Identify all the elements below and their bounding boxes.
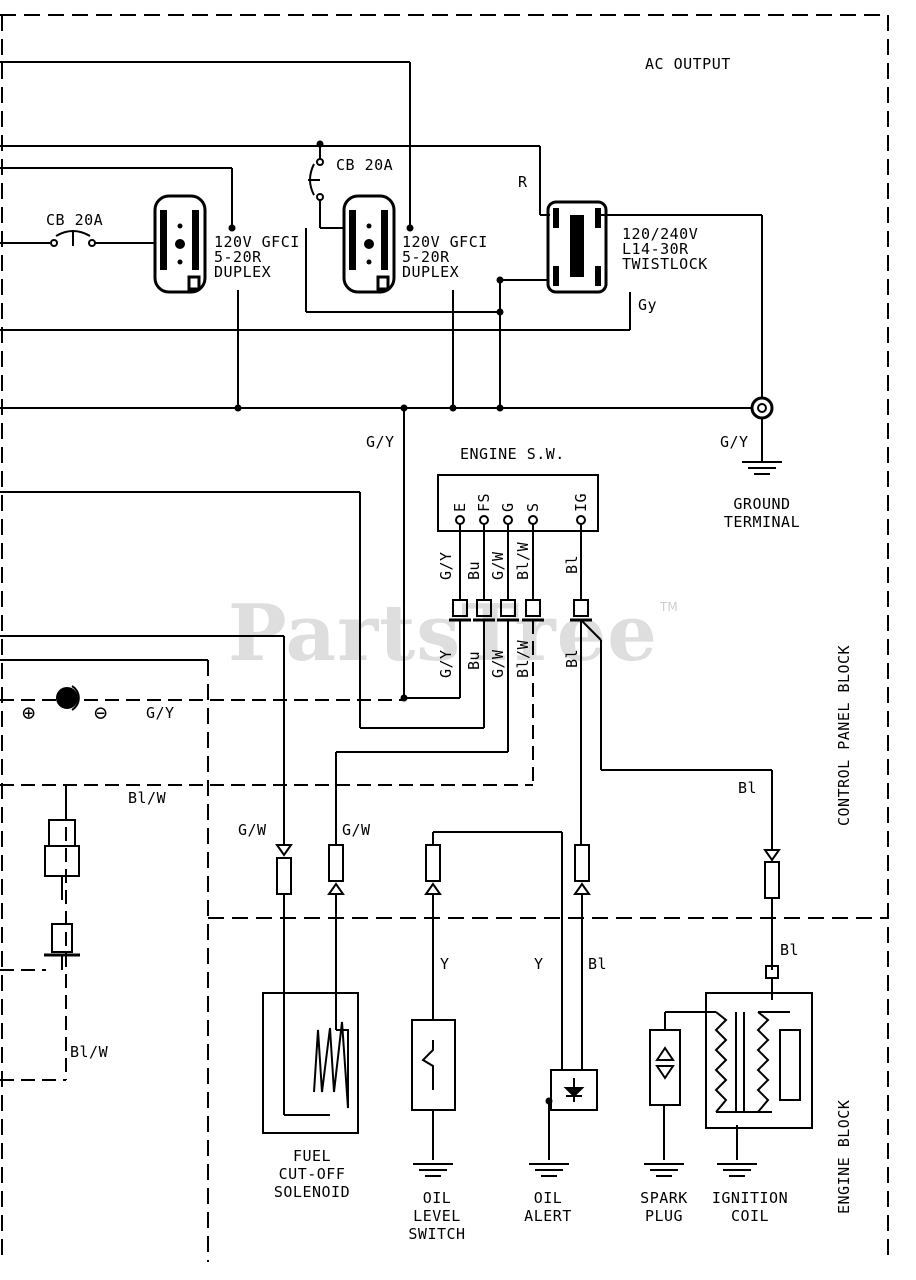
duplex2-line3: DUPLEX: [402, 263, 460, 281]
sw-terminal-e: E: [451, 502, 469, 512]
engine-block-label: ENGINE BLOCK: [835, 1099, 853, 1214]
ac-output-label: AC OUTPUT: [645, 55, 731, 73]
twistlock-line2: L14-30R: [622, 240, 689, 258]
circuit-breaker-2: [308, 158, 324, 201]
sw-terminal-ig: IG: [572, 492, 590, 512]
ignition-coil-line1: IGNITION: [711, 1189, 789, 1207]
sw-wire-bottom-g: G/W: [489, 649, 507, 678]
duplex1-line3: DUPLEX: [214, 263, 272, 281]
oil-level-switch-line3: SWITCH: [408, 1225, 466, 1243]
ac-wiring: [0, 61, 763, 698]
gw1-label: G/W: [238, 821, 267, 839]
duplex-receptacle-1: [153, 194, 207, 294]
oil-level-switch-line2: LEVEL: [413, 1207, 461, 1225]
oil-alert-line2: ALERT: [524, 1207, 572, 1225]
gy-left-label: G/Y: [366, 433, 395, 451]
inline-connectors: [275, 844, 781, 899]
ground-symbols: [413, 1163, 757, 1177]
duplex1-line2: 5-20R: [214, 248, 262, 266]
sw-wire-top-s: Bl/W: [514, 541, 532, 580]
blw-lower-label: Bl/W: [70, 1043, 109, 1061]
block-borders: [0, 14, 889, 1262]
spark-plug-line2: PLUG: [644, 1207, 684, 1225]
fuel-solenoid-line1: FUEL: [292, 1147, 332, 1165]
gw2-label: G/W: [342, 821, 371, 839]
switch-connectors: [449, 599, 592, 622]
fuel-solenoid: [262, 992, 359, 1134]
twistlock-line3: TWISTLOCK: [622, 255, 708, 273]
switch-wires: [0, 491, 773, 850]
engine-wiring: [283, 831, 773, 1160]
twistlock-receptacle: [546, 200, 608, 294]
sw-wire-bottom-s: Bl/W: [514, 639, 532, 678]
dashed-wires: [0, 620, 534, 1081]
watermark-tm: TM: [660, 600, 678, 614]
sw-wire-top-ig: Bl: [563, 554, 581, 574]
junction-dots: [228, 140, 553, 1105]
y1-label: Y: [440, 955, 450, 973]
oil-level-switch-line1: OIL: [422, 1189, 452, 1207]
sw-terminal-s: S: [524, 502, 542, 512]
sw-wire-top-g: G/W: [489, 551, 507, 580]
spark-plug: [649, 1011, 716, 1106]
bl-alert-label: Bl: [588, 955, 608, 973]
ignition-coil-line2: COIL: [730, 1207, 770, 1225]
cb2-label: CB 20A: [336, 156, 394, 174]
ground-terminal-line2: TERMINAL: [723, 513, 801, 531]
sw-wire-top-fs: Bu: [465, 560, 483, 580]
sw-wire-bottom-fs: Bu: [465, 650, 483, 670]
ground-terminal: [742, 396, 782, 475]
bl-coil-label: Bl: [780, 941, 800, 959]
engine-switch: [437, 474, 599, 600]
battery-area: [0, 659, 208, 820]
left-connector: [44, 819, 80, 970]
duplex2-line2: 5-20R: [402, 248, 450, 266]
y2-label: Y: [534, 955, 544, 973]
blw-left-label: Bl/W: [128, 789, 167, 807]
circuit-breaker-1: [50, 230, 96, 247]
watermark: PartsTree: [228, 588, 658, 679]
oil-alert-line1: OIL: [533, 1189, 563, 1207]
sw-terminal-g: G: [499, 502, 517, 512]
oil-level-switch: [411, 1019, 456, 1111]
fuel-solenoid-line3: SOLENOID: [273, 1183, 351, 1201]
sw-wire-top-e: G/Y: [437, 551, 455, 580]
plus-symbol: ⊕: [22, 701, 36, 726]
cb1-label: CB 20A: [46, 211, 104, 229]
wire-r-label: R: [518, 173, 528, 191]
engine-switch-label: ENGINE S.W.: [460, 445, 565, 463]
sw-wire-bottom-ig: Bl: [563, 648, 581, 668]
duplex-receptacle-2: [342, 194, 396, 294]
twistlock-line1: 120/240V: [622, 225, 699, 243]
duplex2-line1: 120V GFCI: [402, 233, 488, 251]
wire-gy-label: Gy: [638, 296, 658, 314]
gy-battery-label: G/Y: [146, 704, 175, 722]
fuel-solenoid-line2: CUT-OFF: [278, 1165, 346, 1183]
gy-right-label: G/Y: [720, 433, 749, 451]
ignition-coil: [705, 965, 813, 1129]
minus-symbol: ⊖: [94, 701, 108, 726]
sw-terminal-fs: FS: [475, 492, 493, 512]
sw-wire-bottom-e: G/Y: [437, 649, 455, 678]
oil-alert: [550, 1069, 598, 1111]
duplex1-line1: 120V GFCI: [214, 233, 300, 251]
spark-plug-line1: SPARK: [640, 1189, 688, 1207]
ground-terminal-line1: GROUND: [733, 495, 791, 513]
control-panel-block-label: CONTROL PANEL BLOCK: [835, 644, 853, 826]
bl-right-label: Bl: [738, 779, 758, 797]
